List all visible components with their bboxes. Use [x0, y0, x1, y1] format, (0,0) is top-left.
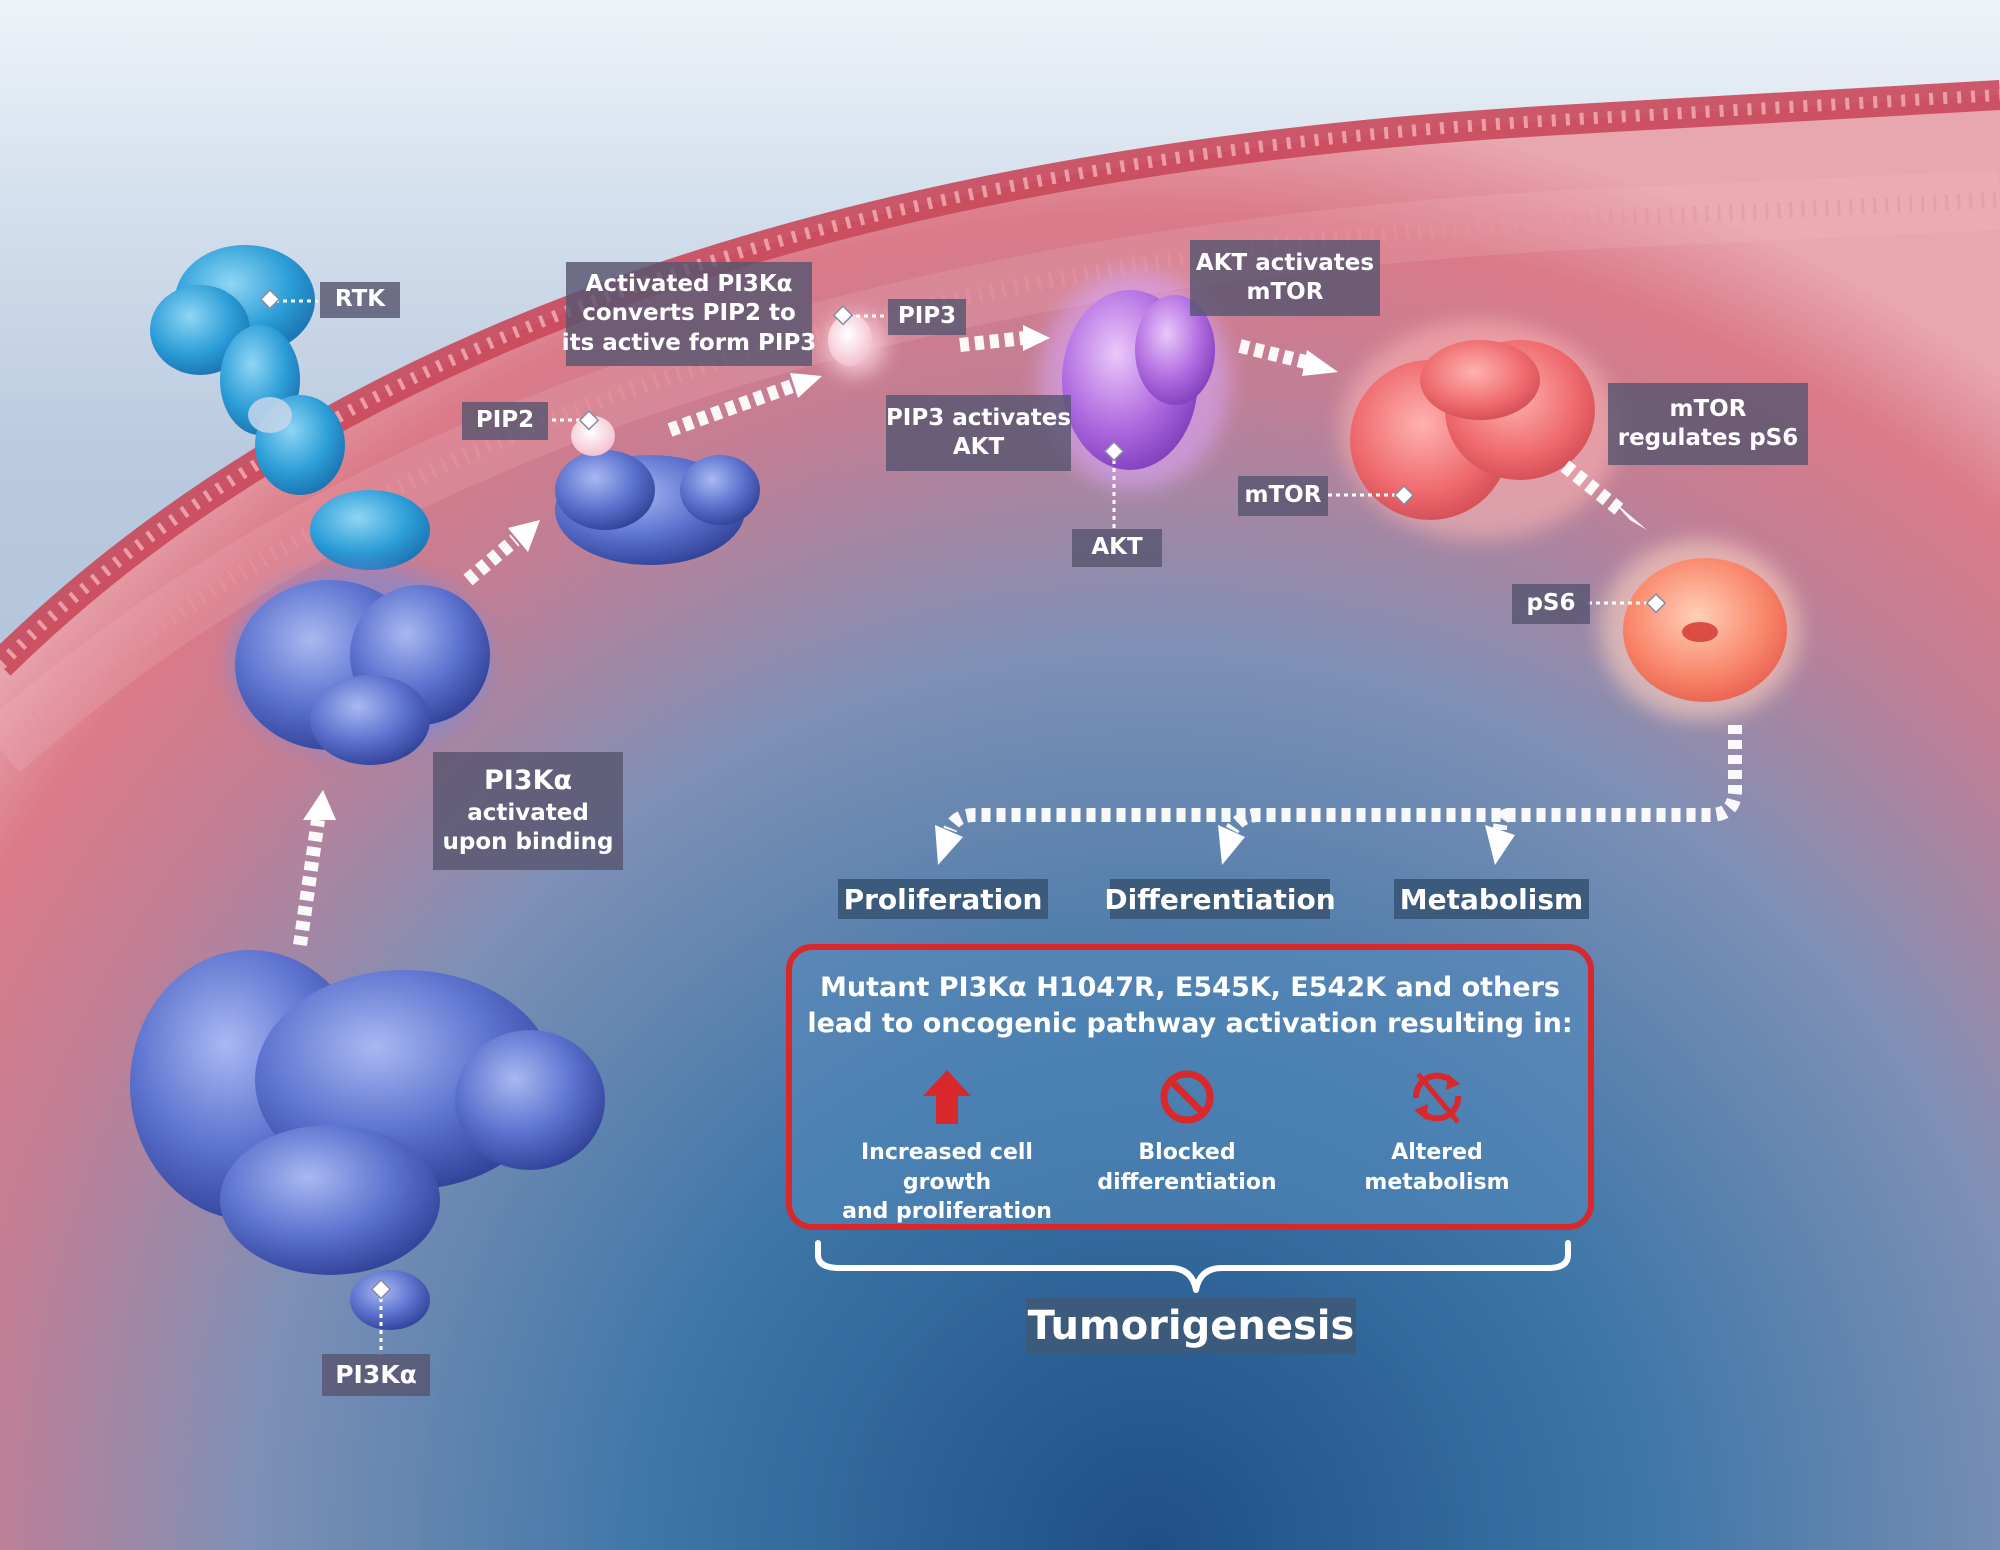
- tumorigenesis-label: Tumorigenesis: [1026, 1298, 1356, 1354]
- outcome-differentiation: Differentiation: [1104, 879, 1336, 919]
- label-pip2: PIP2: [462, 402, 548, 440]
- pointer-pip2: [578, 410, 600, 431]
- pi3k-activated-protein: [230, 565, 490, 765]
- up-arrow-icon: [923, 1070, 971, 1124]
- step-akt-activates-mtor: AKT activates mTOR: [1190, 240, 1380, 316]
- arrowhead-to-differentiation: [1218, 825, 1245, 865]
- arrow-to-akt: [959, 331, 1026, 352]
- ps6-protein: [1600, 540, 1800, 720]
- pointer-pip3: [832, 305, 854, 326]
- arrow-to-differentiation: [1225, 808, 1261, 834]
- label-pi3ka: PI3Kα: [322, 1354, 430, 1396]
- arrow-to-pip2: [463, 534, 520, 586]
- arrowhead-to-mtor: [1302, 350, 1338, 376]
- outcome-proliferation: Proliferation: [838, 879, 1048, 919]
- effect-blocked-differentiation: Blocked differentiation: [1082, 1068, 1292, 1197]
- arrow-to-metabolism: [1493, 808, 1511, 831]
- rtk-protein: [150, 245, 430, 570]
- arrow-to-ps6: [1560, 460, 1625, 516]
- label-mtor: mTOR: [1238, 476, 1328, 516]
- arrowhead-to-metabolism: [1485, 825, 1515, 865]
- effect-increased-growth: Increased cell growth and proliferation: [822, 1068, 1072, 1227]
- pip3-molecule: [825, 314, 885, 375]
- mutant-effects-box: Mutant PI3Kα H1047R, E545K, E542K and ot…: [786, 944, 1594, 1230]
- arrow-ps6-down: [943, 725, 1742, 833]
- label-rtk: RTK: [320, 282, 400, 318]
- arrow-to-mtor: [1238, 339, 1312, 370]
- mutant-title: Mutant PI3Kα H1047R, E545K, E542K and ot…: [807, 972, 1573, 1039]
- label-akt: AKT: [1072, 529, 1162, 567]
- effect-altered-metabolism: Altered metabolism: [1332, 1068, 1542, 1197]
- arrowhead-to-akt: [1023, 325, 1050, 351]
- step-convert-pip2: Activated PI3Kα converts PIP2 to its act…: [562, 262, 816, 366]
- arrowhead-to-ps6: [1612, 500, 1647, 530]
- pi3k-inactive-protein: [130, 950, 605, 1330]
- step-mtor-regulates-ps6: mTOR regulates pS6: [1608, 383, 1808, 465]
- label-ps6: pS6: [1512, 584, 1590, 624]
- akt-protein: [1040, 270, 1230, 490]
- label-pip3: PIP3: [888, 299, 966, 335]
- step-pip3-activates-akt: PIP3 activates AKT: [886, 395, 1071, 471]
- step-pi3k-activated: PI3Kα activated upon binding: [433, 752, 623, 870]
- crossed-cycle-icon: [1412, 1072, 1462, 1124]
- arrow-to-pip3: [667, 378, 798, 437]
- arrowhead-to-pip3: [790, 373, 822, 398]
- pointer-ps6: [1645, 593, 1667, 614]
- pointer-mtor: [1393, 485, 1415, 506]
- arrowhead-to-proliferation: [935, 825, 963, 865]
- mtor-protein: [1340, 320, 1620, 540]
- arrow-pi3k-up: [293, 819, 325, 946]
- pointer-pi3ka: [370, 1279, 392, 1300]
- pointer-akt: [1103, 441, 1125, 462]
- arrowhead-to-pip2: [508, 520, 540, 552]
- tumorigenesis-brace: [815, 1240, 1571, 1293]
- arrowhead-pi3k-up: [303, 790, 336, 820]
- pip2-pi3k-protein: [555, 416, 760, 565]
- pointer-rtk: [259, 289, 281, 310]
- prohibited-icon: [1160, 1070, 1214, 1124]
- outcome-metabolism: Metabolism: [1394, 879, 1589, 919]
